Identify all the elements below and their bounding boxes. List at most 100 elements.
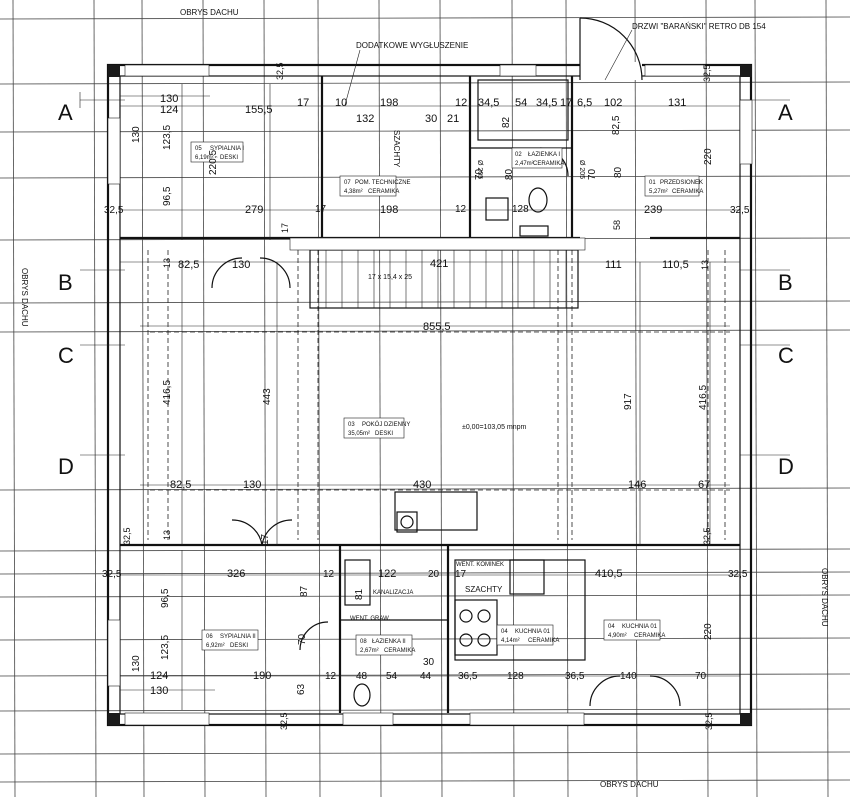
svg-text:82,5: 82,5	[170, 479, 191, 491]
svg-text:220: 220	[703, 623, 714, 640]
svg-text:82,5: 82,5	[178, 259, 199, 271]
svg-text:123,5: 123,5	[160, 635, 171, 660]
svg-text:06: 06	[206, 634, 213, 640]
svg-text:35,05m²: 35,05m²	[348, 431, 370, 437]
svg-text:430: 430	[413, 479, 431, 491]
svg-text:198: 198	[380, 204, 398, 216]
svg-text:32,5: 32,5	[702, 527, 712, 545]
section-markers: A A B B C C D D	[58, 92, 794, 479]
duct-left-note: Ø 205	[476, 160, 483, 179]
section-d-left: D	[58, 454, 74, 479]
svg-text:34,5: 34,5	[478, 97, 499, 109]
kitchen-fixtures	[454, 559, 586, 661]
svg-text:128: 128	[512, 204, 529, 215]
room-tag-kitchen-a: 04 KUCHNIA 01 4,14m² CERAMIKA	[496, 624, 559, 646]
svg-text:CERAMIKA: CERAMIKA	[368, 189, 399, 195]
duct-right-note: Ø 205	[578, 160, 585, 179]
svg-text:17: 17	[280, 223, 290, 233]
svg-text:03: 03	[348, 422, 355, 428]
svg-text:34,5: 34,5	[536, 97, 557, 109]
svg-text:ŁAZIENKA II: ŁAZIENKA II	[372, 639, 406, 645]
svg-text:443: 443	[262, 388, 273, 405]
svg-text:80: 80	[613, 166, 624, 178]
svg-text:6,19m²: 6,19m²	[195, 155, 214, 161]
svg-text:10: 10	[335, 97, 347, 109]
svg-text:102: 102	[604, 97, 622, 109]
svg-text:07: 07	[344, 180, 351, 186]
annotations: OBRYS DACHU OBRYS DACHU OBRYS DACHU OBRY…	[20, 8, 829, 789]
svg-text:124: 124	[160, 104, 178, 116]
svg-text:CERAMIKA: CERAMIKA	[384, 648, 415, 654]
svg-text:128: 128	[507, 671, 524, 682]
svg-text:13: 13	[700, 260, 710, 270]
svg-text:17: 17	[560, 97, 572, 109]
roof-outline-right: OBRYS DACHU	[820, 568, 829, 627]
outer-walls	[106, 17, 753, 727]
svg-text:131: 131	[668, 97, 686, 109]
door-note: DRZWI "BARAŃSKI" RETRO DB 154	[632, 22, 766, 31]
svg-text:146: 146	[628, 479, 646, 491]
room-tag-vestibule: 01 PRZEDSIONEK 5,27m² CERAMIKA	[644, 175, 703, 197]
svg-text:4,14m²: 4,14m²	[501, 638, 520, 644]
svg-text:36,5: 36,5	[458, 671, 478, 682]
shaft-note-bottom: SZACHTY	[465, 585, 503, 594]
svg-text:04: 04	[501, 629, 508, 635]
svg-text:198: 198	[380, 97, 398, 109]
svg-text:17: 17	[297, 97, 309, 109]
svg-text:82,5: 82,5	[611, 115, 622, 135]
section-b-left: B	[58, 270, 73, 295]
svg-text:130: 130	[243, 479, 261, 491]
svg-text:12: 12	[455, 97, 467, 109]
svg-text:12: 12	[325, 671, 337, 682]
svg-text:855,5: 855,5	[423, 321, 451, 333]
svg-text:32,5: 32,5	[730, 205, 750, 216]
svg-text:124: 124	[150, 670, 168, 682]
svg-text:111: 111	[605, 259, 622, 271]
svg-text:130: 130	[160, 93, 178, 105]
dimension-lines	[120, 84, 740, 710]
svg-text:190: 190	[253, 670, 271, 682]
svg-text:220,5: 220,5	[208, 150, 219, 175]
svg-text:80: 80	[504, 168, 515, 180]
svg-text:54: 54	[515, 97, 527, 109]
svg-text:CERAMIKA: CERAMIKA	[528, 638, 559, 644]
svg-text:326: 326	[227, 568, 245, 580]
svg-text:4,90m²: 4,90m²	[608, 633, 627, 639]
svg-text:122: 122	[378, 568, 396, 580]
svg-text:87: 87	[299, 585, 310, 597]
svg-text:130: 130	[131, 655, 142, 672]
svg-text:CERAMIKA: CERAMIKA	[634, 633, 665, 639]
svg-text:140: 140	[620, 671, 637, 682]
svg-text:96,5: 96,5	[160, 588, 171, 608]
section-a-right: A	[778, 100, 793, 125]
svg-text:2,67m²: 2,67m²	[360, 648, 379, 654]
svg-text:70: 70	[297, 633, 308, 645]
svg-text:30: 30	[425, 113, 437, 125]
svg-text:110,5: 110,5	[662, 259, 689, 271]
level-note: ±0,00=103,05 mnpm	[462, 424, 527, 431]
svg-text:6,92m²: 6,92m²	[206, 643, 225, 649]
svg-text:32,5: 32,5	[702, 64, 712, 82]
section-c-left: C	[58, 343, 74, 368]
svg-text:5,27m²: 5,27m²	[649, 189, 668, 195]
canal-note: KANALIZACJA	[373, 590, 413, 596]
svg-text:130: 130	[150, 685, 168, 697]
staircase: 17 x 15,4 x 25	[289, 237, 586, 309]
fireplace	[394, 491, 478, 533]
svg-text:130: 130	[232, 259, 250, 271]
svg-text:DESKI: DESKI	[220, 155, 238, 161]
room-tag-technical: 07 POM. TECHNICZNE 4,38m² CERAMIKA	[339, 175, 411, 197]
roof-outline-bottom: OBRYS DACHU	[600, 780, 659, 789]
svg-text:70: 70	[695, 671, 707, 682]
svg-text:63: 63	[296, 683, 307, 695]
svg-text:70: 70	[587, 168, 598, 180]
roof-outline-top: OBRYS DACHU	[180, 8, 239, 17]
svg-text:32,5: 32,5	[122, 527, 132, 545]
svg-text:32,5: 32,5	[275, 62, 285, 80]
svg-text:ŁAZIENKA I: ŁAZIENKA I	[528, 152, 560, 158]
svg-text:4,38m²: 4,38m²	[344, 189, 363, 195]
svg-text:05: 05	[195, 146, 202, 152]
section-b-right: B	[778, 270, 793, 295]
svg-text:13: 13	[162, 258, 172, 268]
